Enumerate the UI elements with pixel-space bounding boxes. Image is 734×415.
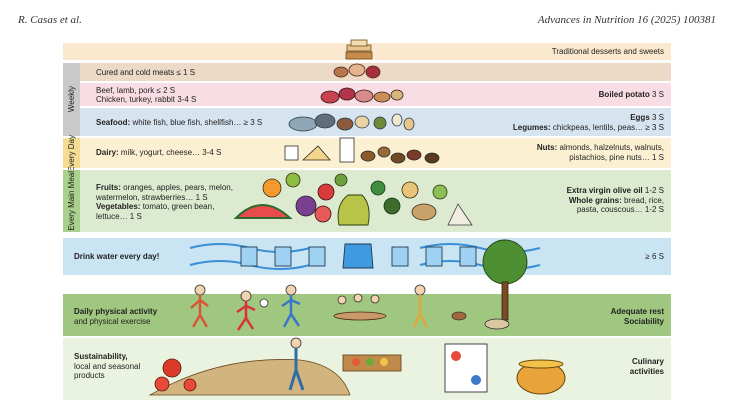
weekly-tab: Weekly (63, 63, 80, 136)
eggs-name: Eggs (630, 113, 650, 122)
vegetables-name: Vegetables: (96, 202, 141, 211)
whole-grains-name: Whole grains: (568, 195, 622, 205)
water-serving: ≥ 6 S (645, 252, 664, 261)
cured-meats-illustration (333, 63, 381, 79)
eggs-label: Eggs 3 S (630, 113, 664, 123)
water-illustration (189, 243, 541, 270)
cured-meats-label: Cured and cold meats ≤ 1 S (96, 68, 196, 77)
desserts-label: Traditional desserts and sweets (551, 47, 664, 56)
nuts-text-line-2: pistachios, pine nuts… 1 S (569, 152, 664, 162)
dairy-name: Dairy: (96, 148, 119, 157)
every-day-tab: Every Day (63, 135, 80, 171)
water-label: Drink water every day! (74, 252, 160, 261)
sustainability-culinary-illustration (148, 337, 566, 396)
fruits-text-line-1: oranges, apples, pears, melon, (120, 183, 233, 192)
rest-label-line-2: Sociability (623, 316, 664, 326)
olive-oil-serving: 1-2 S (642, 186, 664, 195)
meats-illustration (320, 87, 404, 104)
running-header-authors: R. Casas et al. (18, 14, 82, 26)
boiled-potato-name: Boiled potato (598, 90, 650, 99)
desserts-band (63, 43, 671, 60)
olive-oil-label: Extra virgin olive oil 1-2 S Whole grains… (567, 186, 664, 215)
rest-label-line-1: Adequate rest (610, 307, 664, 316)
vegetables-text-line-1: tomato, green bean, (140, 202, 215, 211)
whole-grains-text-line-1: bread, rice, (621, 195, 664, 205)
main-meal-illustration (233, 172, 473, 226)
legumes-name: Legumes: (512, 123, 551, 132)
sustainability-label-line-2: local and seasonal (74, 361, 141, 371)
whole-grains-text-line-2: pasta, couscous… 1-2 S (576, 205, 664, 214)
seafood-label: Seafood: white fish, blue fish, shellfis… (96, 118, 262, 128)
seafood-text: white fish, blue fish, shellfish… ≥ 3 S (130, 118, 263, 127)
nuts-label: Nuts: almonds, halzelnuts, walnuts,pista… (537, 143, 664, 162)
vegetables-text-line-2: lettuce… 1 S (96, 211, 142, 221)
sustainability-label-line-1: Sustainability, (74, 352, 128, 361)
physical-activity-illustration (190, 239, 528, 331)
boiled-potato-serving: 3 S (649, 90, 664, 99)
olive-oil-name: Extra virgin olive oil (566, 186, 643, 195)
eggs-serving: 3 S (649, 113, 664, 122)
fruits-name: Fruits: (96, 183, 121, 192)
fruits-text-line-2: watermelon, strawberries… 1 S (96, 192, 208, 202)
activity-label-line-1: Daily physical activity (74, 307, 158, 316)
culinary-label-line-2: activities (629, 366, 664, 376)
sustainability-label-line-3: products (74, 371, 105, 380)
culinary-label-line-1: Culinary (631, 357, 664, 366)
activity-label-line-2: and physical exercise (74, 316, 151, 326)
red-meat-label: Beef, lamb, pork ≤ 2 S (96, 86, 176, 95)
main-meal-tab: Every Main Meal (63, 170, 80, 232)
boiled-potato-label: Boiled potato 3 S (599, 90, 664, 100)
seafood-name: Seafood: (96, 118, 131, 127)
fruits-label: Fruits: oranges, apples, pears, melon,wa… (96, 183, 233, 221)
nuts-name: Nuts: (536, 143, 558, 152)
legumes-label: Legumes: chickpeas, lentils, peas… ≥ 3 S (513, 123, 664, 133)
running-header-journal: Advances in Nutrition 16 (2025) 100381 (537, 14, 716, 26)
legumes-text: chickpeas, lentils, peas… ≥ 3 S (550, 123, 664, 132)
nuts-text-line-1: almonds, halzelnuts, walnuts, (557, 143, 664, 152)
dairy-text: milk, yogurt, cheese… 3-4 S (118, 148, 222, 157)
dairy-label: Dairy: milk, yogurt, cheese… 3-4 S (96, 148, 221, 158)
desserts-illustration (345, 39, 373, 60)
white-meat-label: Chicken, turkey, rabbit 3-4 S (96, 95, 197, 104)
dairy-nuts-illustration (284, 137, 440, 164)
seafood-eggs-legumes-illustration (288, 113, 415, 132)
